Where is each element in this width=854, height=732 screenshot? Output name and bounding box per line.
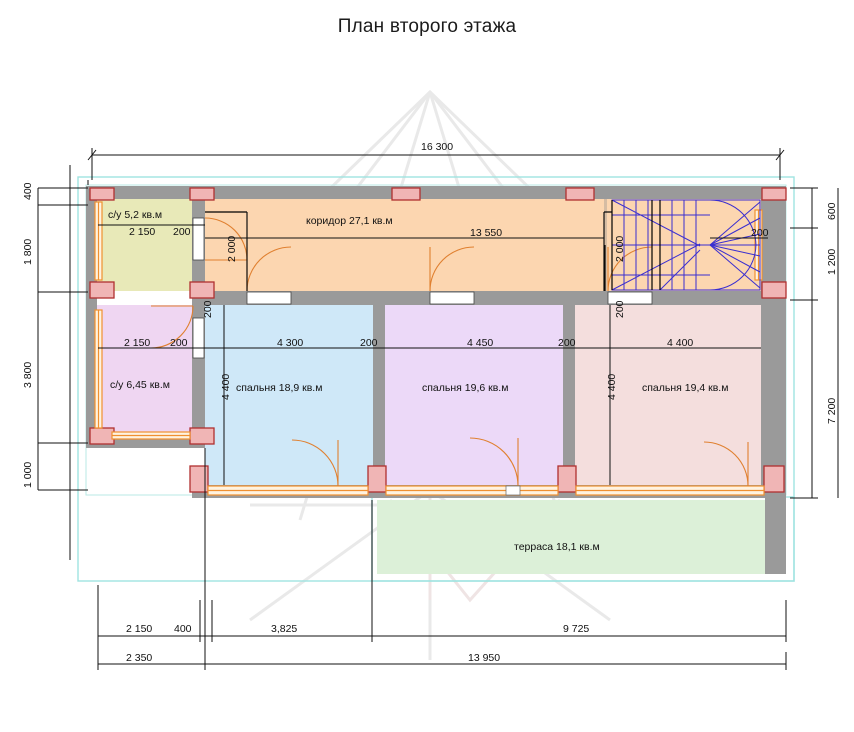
- door-swing: [607, 246, 653, 292]
- room-label-bath-lower: с/у 6,45 кв.м: [110, 379, 170, 391]
- dim-bath-lower-200: 200: [170, 337, 188, 349]
- door-swing: [204, 217, 248, 261]
- door-swing: [291, 439, 339, 487]
- dim-bedroom1-height: 4 400: [220, 373, 232, 400]
- column: [763, 465, 785, 493]
- dim-bath-upper-200: 200: [173, 226, 191, 238]
- dim-bedroom1-width: 4 300: [277, 337, 304, 349]
- dim-bedroom3-height: 4 400: [606, 373, 618, 400]
- column: [367, 465, 387, 493]
- page-title: План второго этажа: [337, 16, 517, 37]
- room-label-bedroom-1: спальня 18,9 кв.м: [236, 382, 323, 394]
- dim-corridor-length: 13 550: [470, 227, 503, 239]
- room-fill-bath-upper: [96, 199, 192, 291]
- room-label-corridor: коридор 27,1 кв.м: [306, 215, 393, 227]
- columns-group: [89, 187, 787, 493]
- door-leaf: [192, 317, 205, 359]
- dim-top-overall: 16 300: [421, 141, 454, 153]
- door-swing: [246, 246, 292, 292]
- column: [89, 427, 115, 445]
- door-leaf: [246, 291, 292, 305]
- doors-group: [150, 217, 749, 496]
- room-label-bedroom-2: спальня 19,6 кв.м: [422, 382, 509, 394]
- wall-terrace-right: [765, 498, 786, 574]
- door-leaf: [505, 485, 521, 496]
- dim-bottom-2150: 2 150: [126, 623, 153, 635]
- column: [189, 427, 215, 445]
- room-fill-bath-lower: [96, 305, 192, 435]
- dim-left-1000: 1 000: [22, 461, 34, 488]
- room-fill-bedroom-3: [575, 305, 761, 485]
- column: [189, 281, 215, 299]
- dim-right-1200: 1 200: [826, 248, 838, 275]
- dim-bottom-9725: 9 725: [563, 623, 590, 635]
- room-label-terrace: терраса 18,1 кв.м: [514, 541, 600, 553]
- room-label-bedroom-3: спальня 19,4 кв.м: [642, 382, 729, 394]
- column: [89, 187, 115, 201]
- dim-bedroom3-width: 4 400: [667, 337, 694, 349]
- dim-vert-200-left: 200: [202, 300, 214, 318]
- door-leaf: [429, 291, 475, 305]
- dim-bottom-400: 400: [174, 623, 192, 635]
- column: [189, 187, 215, 201]
- dim-left-400: 400: [22, 182, 34, 200]
- dim-bottom-13950: 13 950: [468, 652, 501, 664]
- door-leaf: [192, 217, 205, 261]
- door-swing: [703, 441, 749, 487]
- dim-vert-200-right: 200: [614, 300, 626, 318]
- wall-left-upper: [86, 186, 97, 294]
- column: [189, 465, 209, 493]
- dim-stair-200: 200: [751, 227, 769, 239]
- wall-top: [86, 186, 786, 199]
- room-fill-bedroom-2: [385, 305, 563, 485]
- room-fill-bedroom-1: [205, 305, 373, 485]
- dimension-lines: [37, 148, 839, 670]
- dim-left-1800: 1 800: [22, 238, 34, 265]
- column: [89, 281, 115, 299]
- wall-left-lower: [86, 294, 97, 442]
- door-swing: [429, 246, 475, 292]
- stair-break-line: [611, 200, 661, 290]
- door-leaf: [607, 291, 653, 305]
- dim-bottom-2350: 2 350: [126, 652, 153, 664]
- dim-right-7200: 7 200: [826, 397, 838, 424]
- column: [391, 187, 421, 201]
- dim-right-600: 600: [826, 202, 838, 220]
- room-label-bath-upper: с/у 5,2 кв.м: [108, 209, 163, 221]
- dimension-ticks: [87, 149, 785, 161]
- dim-vert-2000-right: 2 000: [614, 235, 626, 262]
- column: [761, 187, 787, 201]
- door-swing: [469, 437, 519, 487]
- door-swing: [150, 305, 194, 349]
- column: [557, 465, 577, 493]
- column: [761, 281, 787, 299]
- wall-bedroom1-bedroom2: [373, 305, 385, 485]
- room-fill-terrace: [377, 500, 765, 574]
- dim-bath-upper-2150: 2 150: [129, 226, 156, 238]
- dim-bedroom2-width: 4 450: [467, 337, 494, 349]
- dim-vert-2000-left: 2 000: [226, 235, 238, 262]
- dim-wall-200-a: 200: [360, 337, 378, 349]
- dim-wall-200-b: 200: [558, 337, 576, 349]
- dim-left-3800: 3 800: [22, 361, 34, 388]
- column: [565, 187, 595, 201]
- wall-bedroom2-bedroom3: [563, 305, 575, 485]
- room-fill-corridor: [192, 199, 604, 291]
- dim-bath-lower-2150: 2 150: [124, 337, 151, 349]
- dim-bottom-3825: 3,825: [271, 623, 298, 635]
